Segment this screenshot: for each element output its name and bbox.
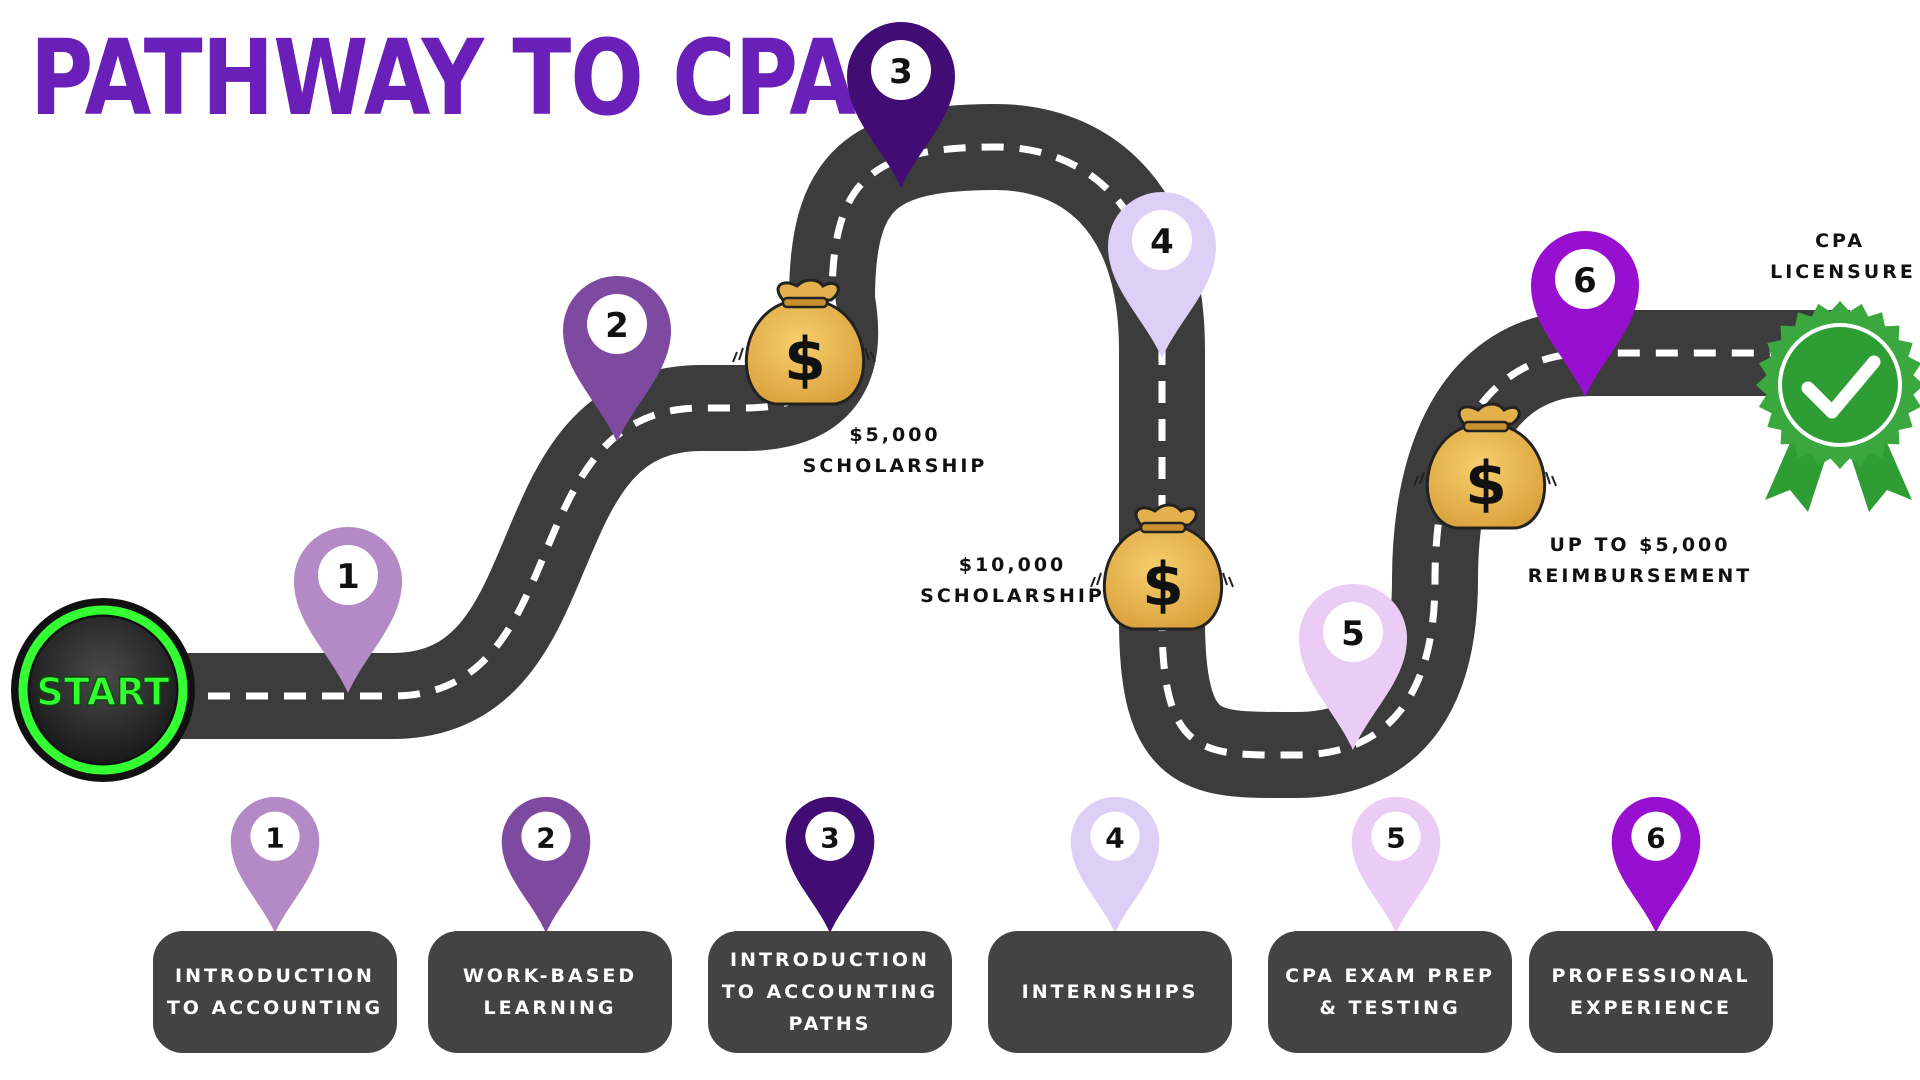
pin-number: 1 — [336, 557, 360, 597]
legend-pin-5: 5 — [1351, 796, 1441, 933]
step-card-5: CPA EXAM PREP & TESTING — [1268, 931, 1512, 1053]
road-pin-1: 1 — [294, 527, 402, 693]
svg-text:$: $ — [784, 325, 826, 395]
money-amount-2: $10,000 — [958, 554, 1067, 576]
money-note-label-3: REIMBURSEMENT — [1527, 565, 1753, 587]
step-card-label: CPA EXAM PREP & TESTING — [1285, 965, 1495, 1019]
money-note-1: $5,000 SCHOLARSHIP — [795, 420, 995, 482]
money-note-3: UP TO $5,000 REIMBURSEMENT — [1525, 530, 1755, 592]
legend-pin-2: 2 — [501, 796, 591, 933]
legend-pins: 1 2 3 4 5 6 — [230, 796, 1701, 933]
legend-pin-4: 4 — [1070, 796, 1160, 933]
money-bags: $ $ $ — [732, 278, 1557, 631]
step-card-label: PROFESSIONAL EXPERIENCE — [1551, 965, 1751, 1019]
step-card-2: WORK-BASED LEARNING — [428, 931, 672, 1053]
road-pin-3: 3 — [847, 22, 955, 188]
step-card-label: INTERNSHIPS — [1021, 981, 1199, 1003]
road-pin-2: 2 — [563, 276, 671, 442]
check-badge-icon — [1756, 301, 1920, 512]
pin-number: 2 — [605, 306, 629, 346]
money-note-label-1: SCHOLARSHIP — [802, 455, 988, 477]
finish-label-line2: LICENSURE — [1770, 261, 1916, 283]
road-center-line — [170, 143, 1850, 759]
money-bag-icon: $ — [1413, 402, 1557, 530]
start-label: START — [36, 670, 169, 714]
page-title: PATHWAY TO CPA — [30, 17, 856, 139]
legend-pin-3: 3 — [785, 796, 875, 933]
step-card-label: INTRODUCTION TO ACCOUNTING PATHS — [721, 949, 939, 1035]
road-pins: 1 2 3 4 5 6 — [294, 22, 1639, 750]
legend-pin-1: 1 — [230, 796, 320, 933]
finish-label-line1: CPA — [1815, 230, 1865, 252]
road-pin-5: 5 — [1299, 584, 1407, 750]
step-card-3: INTRODUCTION TO ACCOUNTING PATHS — [708, 931, 952, 1053]
step-card-4: INTERNSHIPS — [988, 931, 1232, 1053]
pin-number: 6 — [1573, 261, 1597, 301]
money-bag-icon: $ — [732, 278, 876, 406]
step-card-1: INTRODUCTION TO ACCOUNTING — [153, 931, 397, 1053]
pin-number: 6 — [1646, 821, 1665, 854]
road-pin-6: 6 — [1531, 231, 1639, 397]
step-card-label: INTRODUCTION TO ACCOUNTING — [166, 965, 384, 1019]
pin-number: 5 — [1341, 614, 1365, 654]
money-amount-1: $5,000 — [849, 424, 941, 446]
pin-number: 5 — [1386, 821, 1405, 854]
svg-text:$: $ — [1142, 550, 1184, 620]
road — [170, 104, 1850, 799]
step-card-label: WORK-BASED LEARNING — [462, 965, 638, 1019]
svg-text:$: $ — [1465, 449, 1507, 519]
pin-number: 3 — [820, 821, 839, 854]
legend-pin-6: 6 — [1611, 796, 1701, 933]
money-amount-3: UP TO $5,000 — [1549, 534, 1731, 556]
step-card-6: PROFESSIONAL EXPERIENCE — [1529, 931, 1773, 1053]
pin-number: 4 — [1105, 821, 1124, 854]
pin-number: 4 — [1150, 222, 1174, 262]
pin-number: 2 — [536, 821, 555, 854]
pin-number: 3 — [889, 52, 913, 92]
money-note-2: $10,000 SCHOLARSHIP — [910, 550, 1115, 612]
start-button: START — [11, 598, 195, 782]
money-bag-icon: $ — [1090, 503, 1234, 631]
pin-number: 1 — [265, 821, 284, 854]
road-pin-4: 4 — [1108, 192, 1216, 358]
money-note-label-2: SCHOLARSHIP — [920, 585, 1105, 607]
